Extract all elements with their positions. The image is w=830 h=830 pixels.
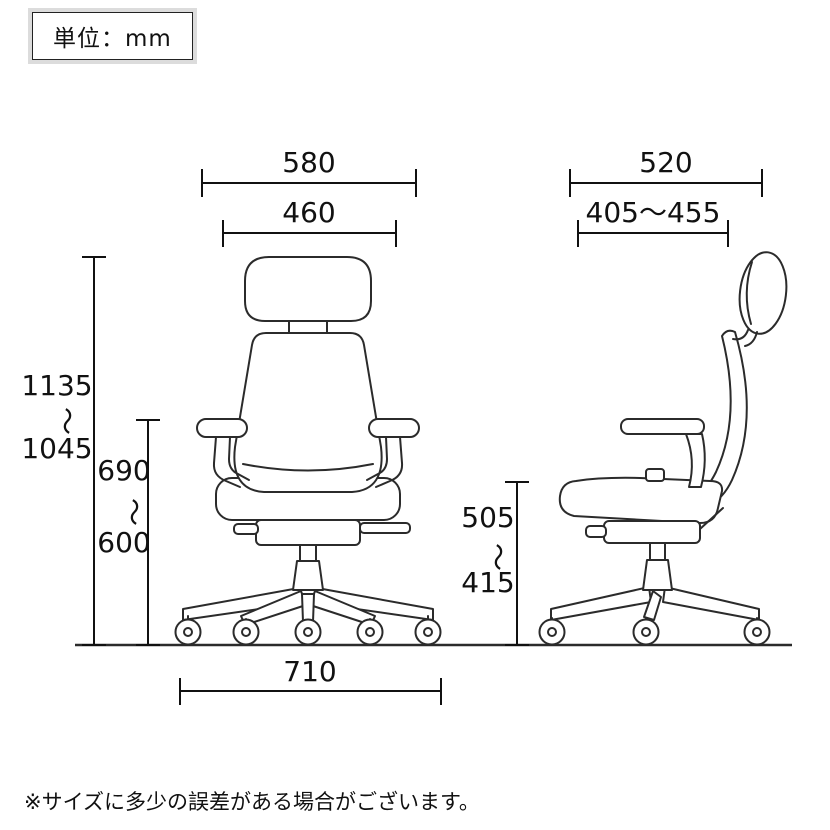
base-leg <box>643 590 662 621</box>
armrest-support-left <box>212 436 250 488</box>
dim-line <box>82 256 106 646</box>
armrest-support-right <box>366 436 404 488</box>
caster-wheel <box>356 618 384 646</box>
dim-value-max: 505 <box>461 501 514 534</box>
dim-value-min: 415 <box>461 566 514 599</box>
dim-value: 460 <box>282 196 335 229</box>
front-lever-side <box>585 525 607 538</box>
headrest-posts <box>288 320 328 334</box>
caster-wheel <box>232 618 260 646</box>
dim-front-total-height: 1135 〜 1045 <box>21 256 106 646</box>
dim-tilde: 〜 <box>50 407 83 435</box>
dim-tilde: 〜 <box>117 498 150 526</box>
caster-wheel <box>414 618 442 646</box>
size-disclaimer: ※サイズに多少の誤差がある場合がございます。 <box>24 790 480 814</box>
dim-line <box>505 481 529 646</box>
dim-value: 520 <box>639 146 692 179</box>
seat-mechanism-front <box>255 519 361 546</box>
dim-line <box>577 220 729 247</box>
base-leg <box>550 586 652 621</box>
headrest-side <box>738 251 788 335</box>
dim-value-min: 600 <box>97 526 150 559</box>
gas-cylinder-tube <box>649 542 666 561</box>
adjust-knob-left <box>233 523 259 535</box>
dim-line <box>201 169 417 197</box>
dim-tilde: 〜 <box>481 543 514 571</box>
dim-line <box>179 678 442 705</box>
dim-side-seat-height: 505 〜 415 <box>461 481 529 646</box>
armrest-pad-side <box>620 418 705 435</box>
dim-value: 580 <box>282 146 335 179</box>
armrest-pad-right <box>368 418 420 438</box>
dim-value-max: 690 <box>97 454 150 487</box>
base-leg <box>662 586 760 621</box>
headrest-edge <box>745 261 753 325</box>
dim-front-outer-width: 580 <box>201 146 417 197</box>
unit-label: 単位：mm <box>53 26 172 52</box>
gas-cylinder-cone <box>642 559 673 591</box>
dim-front-armrest-height: 690 〜 600 <box>97 419 160 646</box>
caster-wheel <box>538 618 566 646</box>
seat-mechanism-side <box>603 520 701 544</box>
dim-side-depth: 520 <box>569 146 763 197</box>
headrest-support <box>732 329 758 347</box>
armrest-pad-left <box>196 418 248 438</box>
dim-line <box>569 169 763 197</box>
side-view-chair <box>538 251 788 646</box>
armrest-post-side <box>685 433 706 488</box>
dim-value-max: 1135 <box>21 369 92 402</box>
dim-line <box>222 220 397 247</box>
caster-wheel <box>174 618 202 646</box>
gas-cylinder-tube <box>299 544 317 562</box>
headrest-front <box>244 256 372 322</box>
backrest-crease <box>242 463 374 472</box>
seat-adjuster-knob <box>645 468 665 482</box>
backrest-front <box>233 332 383 493</box>
dim-value-min: 1045 <box>21 432 92 465</box>
dim-front-backrest-width: 460 <box>222 196 397 247</box>
unit-label-box: 単位：mm <box>32 12 193 60</box>
caster-wheel <box>632 618 660 646</box>
backrest-link <box>699 507 724 530</box>
base-leg <box>301 593 315 623</box>
dim-front-base-width: 710 <box>179 655 442 705</box>
dim-line <box>136 419 160 646</box>
gas-cylinder-cone <box>292 560 324 591</box>
backrest-side <box>697 329 748 506</box>
dim-value: 405〜455 <box>586 196 721 229</box>
front-view-chair <box>174 256 442 646</box>
dim-side-seat-depth: 405〜455 <box>577 196 729 247</box>
caster-wheel <box>743 618 771 646</box>
caster-wheel <box>294 618 322 646</box>
dim-value: 710 <box>283 655 336 688</box>
adjust-lever-right <box>359 522 411 534</box>
